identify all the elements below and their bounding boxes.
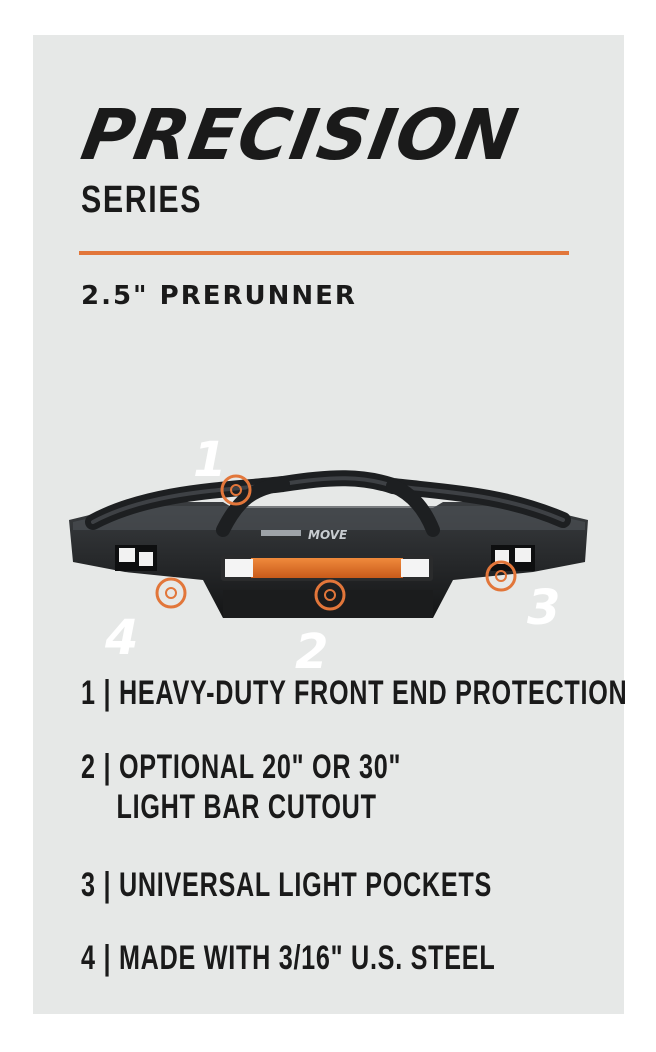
callout-marker-4: 4 xyxy=(104,577,187,666)
series-label: SERIES xyxy=(81,179,203,221)
light-bar xyxy=(221,555,433,581)
feature-item-2: 2 | OPTIONAL 20" OR 30" LIGHT BAR CUTOUT xyxy=(81,747,466,827)
bumper-illustration: MOVE 1 2 xyxy=(69,432,588,680)
accent-divider xyxy=(79,251,569,255)
feature-line: 4 | MADE WITH 3/16" U.S. STEEL xyxy=(81,939,496,977)
feature-item-3: 3 | UNIVERSAL LIGHT POCKETS xyxy=(81,865,493,905)
svg-text:4: 4 xyxy=(104,610,138,666)
svg-text:2: 2 xyxy=(295,624,328,680)
feature-line: 3 | UNIVERSAL LIGHT POCKETS xyxy=(81,866,493,904)
feature-item-4: 4 | MADE WITH 3/16" U.S. STEEL xyxy=(81,938,496,978)
feature-line: 1 | HEAVY-DUTY FRONT END PROTECTION xyxy=(81,674,628,712)
callout-marker-1: 1 xyxy=(193,432,252,506)
product-card: PRECISION SERIES 2.5" PRERUNNER xyxy=(33,35,628,1014)
left-light-pocket xyxy=(115,545,157,571)
svg-text:1: 1 xyxy=(193,432,226,488)
svg-text:MOVE: MOVE xyxy=(308,528,348,542)
callout-marker-3: 3 xyxy=(485,560,560,636)
feature-item-1: 1 | HEAVY-DUTY FRONT END PROTECTION xyxy=(81,673,628,713)
feature-line: 2 | OPTIONAL 20" OR 30" xyxy=(81,748,402,786)
model-label: 2.5" PRERUNNER xyxy=(81,281,357,311)
move-logo: MOVE xyxy=(261,528,348,542)
feature-line: LIGHT BAR CUTOUT xyxy=(116,788,377,826)
brand-title: PRECISION xyxy=(75,94,525,176)
callout-marker-2: 2 xyxy=(295,579,346,680)
svg-text:3: 3 xyxy=(527,580,560,636)
